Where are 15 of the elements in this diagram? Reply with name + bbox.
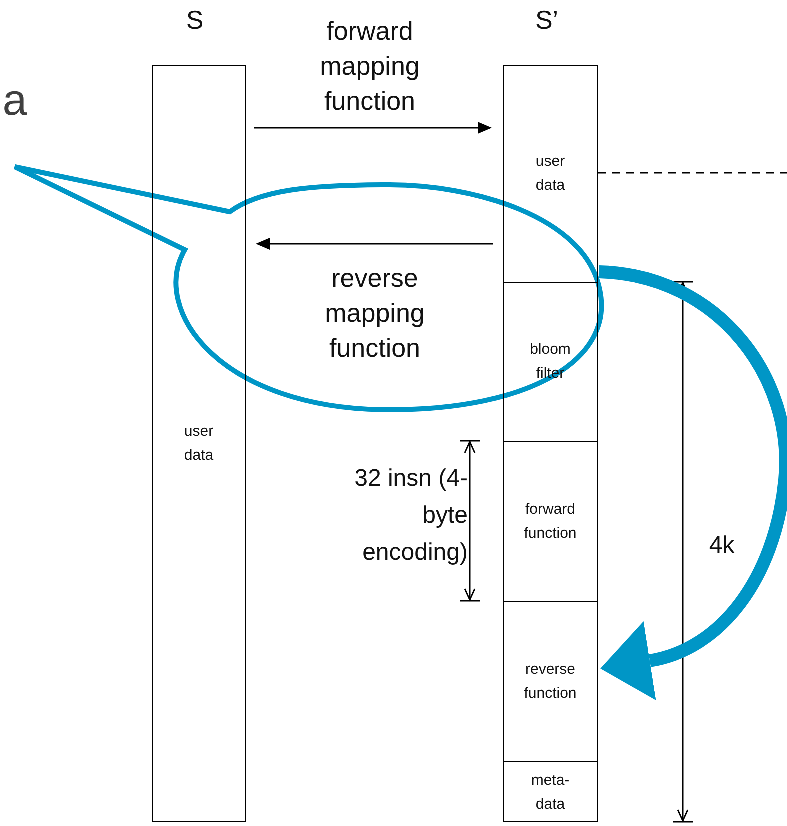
segment-label: user data bbox=[183, 422, 215, 466]
segment-label: forward function bbox=[523, 500, 578, 544]
memory-column bbox=[152, 65, 246, 822]
dimension-label: 4k bbox=[708, 531, 736, 561]
dimension-label: 32 insn (4-byte encoding) bbox=[354, 464, 468, 568]
column-heading: S bbox=[185, 4, 205, 37]
segment-label: meta-data bbox=[530, 770, 571, 814]
curved-arrow bbox=[598, 266, 787, 700]
partial-text: a bbox=[2, 82, 28, 119]
arrow bbox=[254, 122, 492, 134]
arrow bbox=[256, 238, 493, 250]
segment-label: user data bbox=[534, 152, 566, 196]
memory-column bbox=[503, 65, 598, 822]
segment-label: reverse function bbox=[523, 660, 578, 704]
column-heading: S’ bbox=[534, 4, 560, 37]
